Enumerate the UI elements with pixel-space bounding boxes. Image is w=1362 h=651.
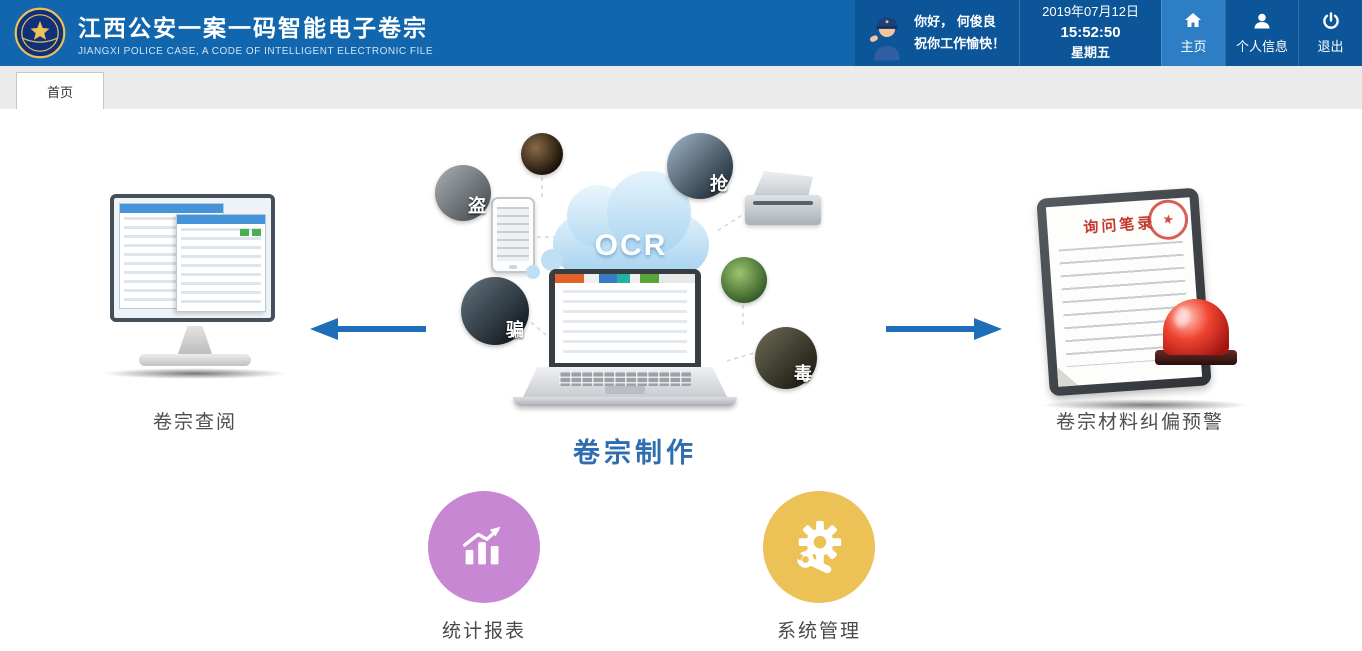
- monitor-window: [176, 214, 266, 312]
- window-titlebar: [177, 215, 265, 224]
- shadow: [1040, 399, 1250, 411]
- paper-fold-corner: [1057, 365, 1079, 387]
- nav-home-label: 主页: [1180, 39, 1207, 54]
- scanner-slot: [753, 201, 813, 205]
- monitor-stand: [178, 326, 212, 354]
- system-admin-circle: [763, 491, 875, 603]
- user-icon: [1254, 13, 1270, 29]
- red-stamp-icon: ★: [1145, 197, 1191, 243]
- scanner-illustration: [745, 171, 821, 231]
- photo-crime-theft: 盗: [435, 165, 491, 221]
- laptop-touchpad: [605, 386, 645, 394]
- arrow-left-icon: [310, 318, 426, 340]
- cloud-puff: [526, 265, 540, 279]
- photo-crime-robbery: 抢: [667, 133, 733, 199]
- alarm-beacon-icon: [1155, 299, 1237, 365]
- police-emblem-logo: [0, 0, 78, 66]
- laptop-screen: [549, 269, 701, 367]
- photo-evidence-watch: [521, 133, 563, 175]
- statistics-circle: [428, 491, 540, 603]
- scanner-tray: [753, 171, 813, 197]
- module-correction-warning[interactable]: 询问笔录 ★: [1015, 181, 1265, 436]
- phone-screen: [497, 207, 529, 261]
- greeting-line2: 祝你工作愉快！: [914, 36, 1006, 51]
- nav-logout-label: 退出: [1317, 39, 1344, 54]
- statistics-label: 统计报表: [441, 621, 526, 642]
- greeting-line1: 你好， 何俊良: [914, 13, 996, 29]
- green-button: [240, 229, 249, 236]
- time-text: 15:52:50: [1060, 24, 1121, 42]
- user-greeting: 你好， 何俊良 祝你工作愉快！: [855, 0, 1020, 66]
- officer-avatar-icon: [870, 17, 900, 61]
- greeting-text: 你好， 何俊良 祝你工作愉快！: [914, 11, 1005, 55]
- photo-evidence-plant: [721, 257, 767, 303]
- nav-logout[interactable]: 退出: [1298, 0, 1362, 66]
- browser-strip: [555, 274, 695, 283]
- window-titlebar: [120, 204, 223, 213]
- screen-content-lines: [563, 290, 687, 357]
- ocr-cloud: OCR: [526, 171, 709, 279]
- laptop-illustration: [513, 269, 737, 419]
- nav-profile-label: 个人信息: [1235, 39, 1288, 54]
- app-title: 江西公安一案一码智能电子卷宗: [78, 15, 428, 41]
- cloud-puff: [541, 249, 563, 271]
- clipboard-illustration: 询问笔录 ★: [1036, 187, 1212, 397]
- laptop-display: [555, 274, 695, 363]
- crime-tag-drugs: 毒: [794, 364, 812, 384]
- main-dashboard: 卷宗查阅 盗 抢 骗 毒: [0, 109, 1362, 651]
- app-header: 江西公安一案一码智能电子卷宗 JIANGXI POLICE CASE, A CO…: [0, 0, 1362, 66]
- window-rows: [181, 228, 261, 307]
- system-admin-label: 系统管理: [776, 621, 861, 642]
- tab-home[interactable]: 首页: [16, 72, 105, 109]
- scanner-body: [745, 195, 821, 225]
- module-file-creation[interactable]: 盗 抢 骗 毒 OCR: [425, 121, 845, 451]
- laptop-bottom-edge: [513, 397, 737, 406]
- module-system-admin[interactable]: 系统管理: [763, 491, 875, 643]
- laptop-keyboard: [559, 371, 691, 386]
- datetime-display: 2019年07月12日 15:52:50 星期五: [1019, 0, 1161, 66]
- crime-tag-robbery: 抢: [710, 174, 728, 194]
- file-creation-label[interactable]: 卷宗制作: [573, 438, 697, 468]
- police-badge-icon: [14, 7, 66, 59]
- monitor-illustration: [110, 194, 275, 322]
- crime-tag-theft: 盗: [468, 196, 486, 216]
- shadow: [102, 368, 288, 379]
- green-button: [252, 229, 261, 236]
- date-text: 2019年07月12日: [1042, 4, 1139, 20]
- gear-wrench-icon: [792, 520, 842, 574]
- laptop-base: [523, 367, 727, 397]
- cloud-shape: [553, 171, 709, 275]
- ocr-label: OCR: [594, 229, 668, 262]
- photo-crime-drugs: 毒: [755, 327, 817, 389]
- app-subtitle: JIANGXI POLICE CASE, A CODE OF INTELLIGE…: [78, 46, 434, 57]
- arrow-right-icon: [886, 318, 1002, 340]
- photo-crime-fraud: 骗: [461, 277, 529, 345]
- weekday-text: 星期五: [1071, 44, 1111, 60]
- file-review-label[interactable]: 卷宗查阅: [152, 412, 237, 433]
- alarm-dome: [1163, 299, 1229, 355]
- phone-button: [509, 265, 517, 269]
- crime-tag-fraud: 骗: [506, 320, 524, 340]
- power-icon: [1322, 12, 1339, 29]
- header-right: 你好， 何俊良 祝你工作愉快！ 2019年07月12日 15:52:50 星期五…: [855, 0, 1362, 66]
- bar-chart-icon: [462, 526, 501, 565]
- tab-bar: 首页: [0, 66, 1362, 109]
- title-block: 江西公安一案一码智能电子卷宗 JIANGXI POLICE CASE, A CO…: [78, 0, 433, 66]
- phone-illustration: [491, 197, 535, 273]
- nav-profile[interactable]: 个人信息: [1224, 0, 1298, 66]
- module-statistics[interactable]: 统计报表: [428, 491, 540, 643]
- home-icon: [1185, 13, 1202, 27]
- nav-home[interactable]: 主页: [1160, 0, 1225, 66]
- monitor-base: [139, 354, 251, 366]
- correction-warning-label[interactable]: 卷宗材料纠偏预警: [1055, 412, 1224, 433]
- module-file-review[interactable]: [95, 194, 295, 394]
